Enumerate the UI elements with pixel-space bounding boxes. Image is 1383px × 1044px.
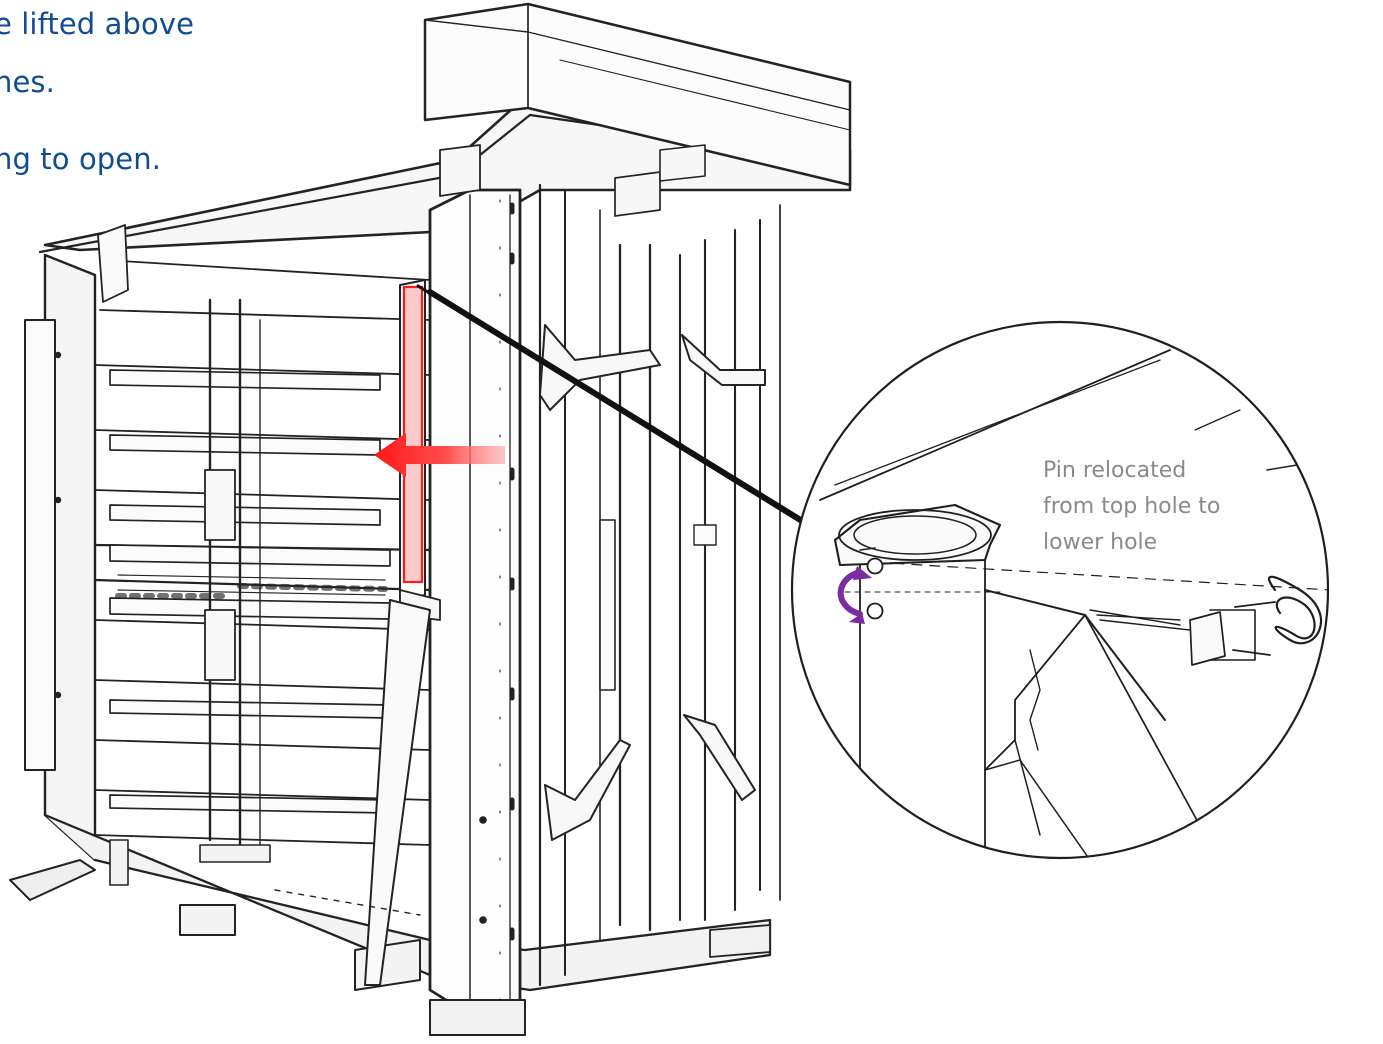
note-line-2: from top hole to [1043,494,1221,519]
magnifier-detail [790,320,1330,860]
pin-relocated-note: Pin relocated from top hole to lower hol… [1043,453,1233,561]
pin-icons [866,557,884,620]
red-highlight [374,285,505,584]
pin-bottom-icon [866,602,884,620]
rotation-arrow-icon [837,566,872,624]
note-line-1: Pin relocated [1043,458,1187,483]
pin-top-icon [866,557,884,575]
leader-line [416,284,832,542]
red-arrow-icon [374,433,505,477]
note-line-3: lower hole [1043,530,1158,555]
machine-body [9,2,852,1036]
